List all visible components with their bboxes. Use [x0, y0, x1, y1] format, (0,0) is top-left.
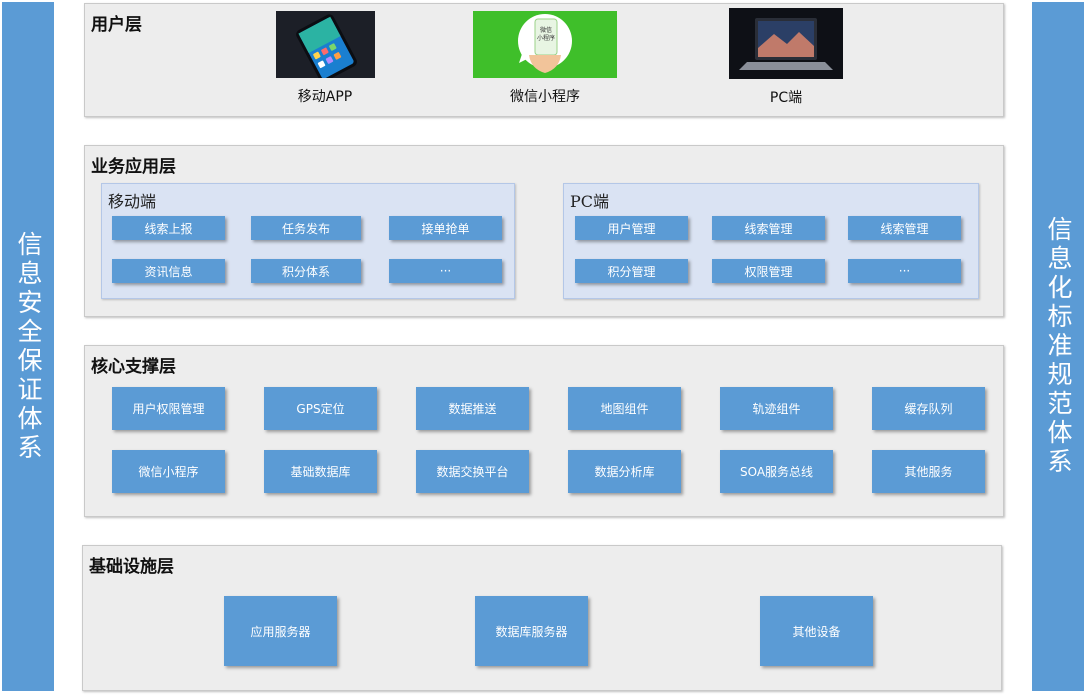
pc-function-box[interactable]: ···: [848, 259, 961, 283]
image-text-line: 微信: [539, 27, 552, 34]
mobile-function-box[interactable]: ···: [389, 259, 502, 283]
business-layer: 业务应用层 移动端 线索上报 任务发布 接单抢单 资讯信息 积分体系 ··· P…: [84, 145, 1004, 317]
user-item-pc: PC端: [729, 8, 843, 107]
core-component-box[interactable]: 其他服务: [872, 450, 985, 493]
security-system-bar: 信息安全保证体系: [2, 2, 54, 691]
image-text-line: 小程序: [537, 35, 556, 42]
core-component-box[interactable]: 地图组件: [568, 387, 681, 430]
infrastructure-layer-title: 基础设施层: [89, 557, 174, 577]
core-component-box[interactable]: 缓存队列: [872, 387, 985, 430]
core-component-box[interactable]: 微信小程序: [112, 450, 225, 493]
infrastructure-device-box[interactable]: 其他设备: [760, 596, 873, 666]
infrastructure-layer: 基础设施层 应用服务器 数据库服务器 其他设备: [82, 545, 1002, 691]
user-item-mobile-app: 移动APP: [275, 11, 375, 106]
core-layer: 核心支撑层 用户权限管理 GPS定位 数据推送 地图组件 轨迹组件 缓存队列 微…: [84, 345, 1004, 517]
user-layer-title: 用户层: [91, 15, 142, 35]
standards-system-label: 信息化标准规范体系: [1044, 216, 1073, 477]
laptop-image-icon: [729, 8, 843, 79]
core-component-box[interactable]: 数据推送: [416, 387, 529, 430]
infrastructure-device-box[interactable]: 应用服务器: [224, 596, 337, 666]
pc-function-box[interactable]: 用户管理: [575, 216, 688, 240]
user-item-wechat-miniprogram: 微信 小程序 微信小程序: [473, 11, 617, 106]
mobile-panel-title: 移动端: [108, 192, 157, 211]
mobile-function-box[interactable]: 接单抢单: [389, 216, 502, 240]
user-item-label: 微信小程序: [510, 89, 580, 105]
core-component-box[interactable]: GPS定位: [264, 387, 377, 430]
mobile-function-box[interactable]: 积分体系: [251, 259, 361, 283]
user-item-label: PC端: [769, 90, 803, 106]
wechat-miniprogram-image-icon: 微信 小程序: [473, 11, 617, 78]
security-system-label: 信息安全保证体系: [14, 230, 43, 463]
mobile-function-box[interactable]: 线索上报: [112, 216, 225, 240]
core-component-box[interactable]: SOA服务总线: [720, 450, 833, 493]
pc-function-box[interactable]: 线索管理: [848, 216, 961, 240]
pc-function-box[interactable]: 线索管理: [712, 216, 825, 240]
mobile-function-box[interactable]: 任务发布: [251, 216, 361, 240]
core-component-box[interactable]: 用户权限管理: [112, 387, 225, 430]
standards-system-bar: 信息化标准规范体系: [1032, 2, 1084, 691]
business-layer-title: 业务应用层: [91, 157, 176, 177]
smartphone-image-icon: [275, 11, 375, 78]
user-item-label: 移动APP: [297, 89, 353, 105]
mobile-function-box[interactable]: 资讯信息: [112, 259, 225, 283]
core-component-box[interactable]: 轨迹组件: [720, 387, 833, 430]
user-layer: 用户层 移动APP: [84, 3, 1004, 117]
core-layer-title: 核心支撑层: [91, 357, 176, 377]
core-component-box[interactable]: 数据分析库: [568, 450, 681, 493]
pc-panel: PC端 用户管理 线索管理 线索管理 积分管理 权限管理 ···: [563, 183, 979, 299]
pc-panel-title: PC端: [570, 192, 610, 211]
pc-function-box[interactable]: 权限管理: [712, 259, 825, 283]
core-component-box[interactable]: 数据交换平台: [416, 450, 529, 493]
pc-function-box[interactable]: 积分管理: [575, 259, 688, 283]
core-component-box[interactable]: 基础数据库: [264, 450, 377, 493]
mobile-panel: 移动端 线索上报 任务发布 接单抢单 资讯信息 积分体系 ···: [101, 183, 515, 299]
infrastructure-device-box[interactable]: 数据库服务器: [475, 596, 588, 666]
